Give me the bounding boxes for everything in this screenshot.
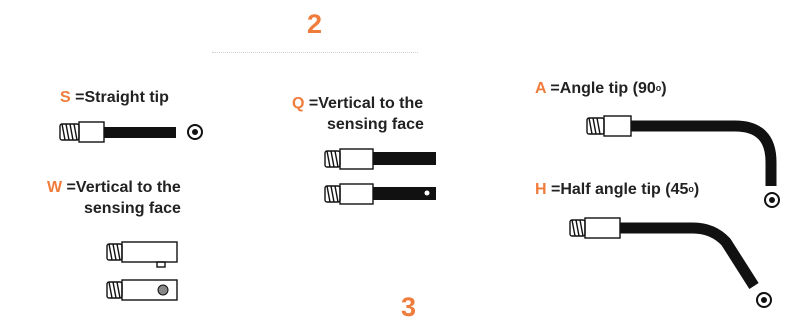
vertical-face-bar-probe-dot-icon (324, 183, 436, 205)
option-w-letter: W (47, 179, 63, 196)
option-a-text: =Angle tip (90 (545, 80, 656, 97)
option-a-label: A =Angle tip (90o) (535, 79, 667, 99)
option-s-label: S =Straight tip (60, 88, 169, 108)
option-s-letter: S (60, 89, 71, 106)
option-w-label: W =Vertical to the (47, 178, 181, 198)
option-h-label: H =Half angle tip (45o) (535, 180, 699, 200)
vertical-face-probe-front-icon (106, 279, 178, 301)
section-number-2: 2 (307, 9, 323, 39)
vertical-face-bar-probe-icon (324, 148, 436, 170)
option-h-letter: H (535, 181, 547, 198)
half-angle-tip-probe-icon (569, 217, 772, 308)
option-q-letter: Q (292, 95, 305, 112)
option-q-label: Q =Vertical to the (292, 94, 423, 114)
option-a-close: ) (661, 80, 667, 97)
option-s-text: =Straight tip (70, 89, 169, 106)
section-number-3: 3 (401, 292, 417, 322)
option-a-degree: o (655, 83, 662, 93)
option-h-degree: o (688, 184, 694, 194)
vertical-face-probe-side-icon (106, 241, 178, 268)
option-h-close: ) (693, 181, 700, 198)
option-h-text: =Half angle tip (45 (546, 181, 689, 198)
divider-line (212, 52, 418, 53)
angle-tip-probe-icon (586, 115, 780, 208)
option-w-line2: sensing face (84, 200, 181, 217)
option-q-line1: =Vertical to the (304, 95, 424, 112)
straight-tip-probe-icon (59, 121, 203, 143)
option-q-line2: sensing face (327, 116, 424, 133)
option-w-line1: =Vertical to the (62, 179, 181, 196)
option-a-letter: A (535, 80, 546, 97)
